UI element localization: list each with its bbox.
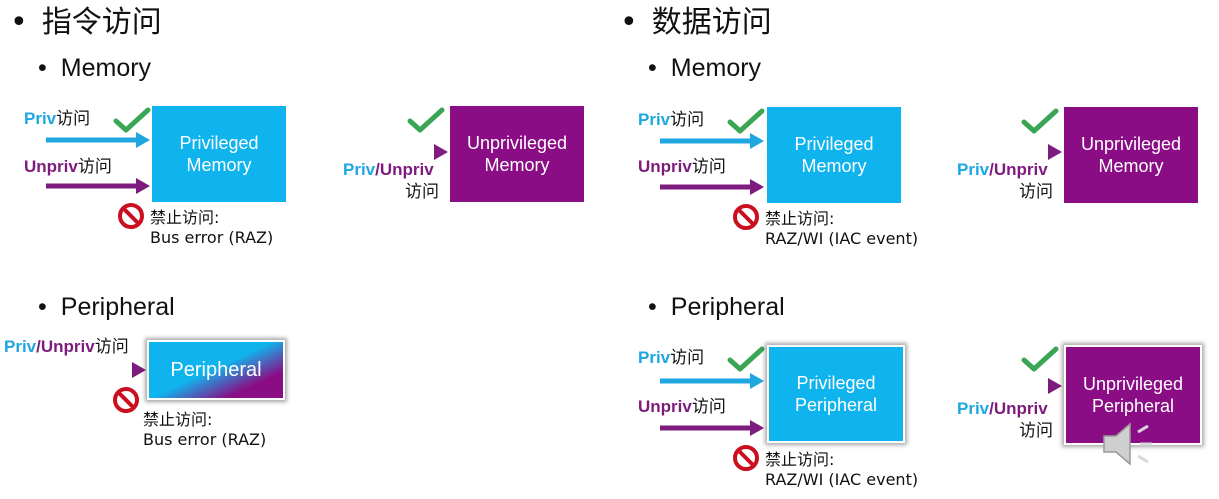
unpriv-access-label: Unpriv访问 <box>24 157 112 177</box>
left-peripheral-heading: •Peripheral <box>38 293 175 321</box>
check-icon <box>1021 346 1059 372</box>
unpriv-access-label: Unpriv访问 <box>638 157 726 177</box>
arrow-unpriv-left-mem <box>46 178 150 194</box>
no-entry-icon <box>733 204 759 230</box>
speaker-icon[interactable] <box>1098 414 1164 474</box>
privileged-memory-box: Privileged Memory <box>152 106 286 202</box>
check-icon <box>727 346 765 372</box>
no-entry-icon <box>113 387 139 413</box>
arrow-privunpriv-right-mem <box>958 144 1062 160</box>
no-entry-icon <box>118 203 144 229</box>
right-peripheral-heading: •Peripheral <box>648 293 785 321</box>
priv-access-label: Priv访问 <box>638 110 705 130</box>
check-icon <box>113 107 151 133</box>
priv-access-label: Priv访问 <box>638 348 705 368</box>
unpriv-access-label: Unpriv访问 <box>638 397 726 417</box>
privileged-peripheral-box: Privileged Peripheral <box>767 345 905 443</box>
left-memory-heading: •Memory <box>38 54 152 82</box>
arrow-priv-right-periph <box>660 373 764 389</box>
access-suffix-label: 访问 <box>1019 182 1053 202</box>
check-icon <box>407 107 445 133</box>
privunpriv-access-label: Priv/Unpriv <box>343 160 434 179</box>
privileged-memory-box: Privileged Memory <box>767 107 901 203</box>
no-entry-icon <box>733 445 759 471</box>
access-suffix-label: 访问 <box>1019 421 1053 441</box>
priv-access-label: Priv访问 <box>24 109 91 129</box>
privunpriv-access-label: Priv/Unpriv访问 <box>4 337 129 357</box>
deny-note: 禁止访问: RAZ/WI (IAC event) <box>765 209 919 248</box>
arrow-unpriv-right-mem <box>660 179 764 195</box>
deny-note: 禁止访问: RAZ/WI (IAC event) <box>765 450 919 489</box>
peripheral-box: Peripheral <box>147 340 285 400</box>
unprivileged-memory-box: Unprivileged Memory <box>450 106 584 202</box>
deny-note: 禁止访问: Bus error (RAZ) <box>143 410 267 449</box>
unprivileged-memory-box: Unprivileged Memory <box>1064 107 1198 203</box>
arrow-privunpriv-right-periph <box>958 378 1062 394</box>
privunpriv-access-label: Priv/Unpriv <box>957 160 1048 179</box>
arrow-priv-left-mem <box>46 132 150 148</box>
arrow-privunpriv-left-mem <box>344 144 448 160</box>
right-title: •数据访问 <box>620 5 772 40</box>
arrow-unpriv-right-periph <box>660 420 764 436</box>
check-icon <box>1021 108 1059 134</box>
privunpriv-access-label: Priv/Unpriv <box>957 399 1048 418</box>
right-memory-heading: •Memory <box>648 54 762 82</box>
unprivileged-peripheral-box: Unprivileged Peripheral <box>1064 345 1202 445</box>
arrow-priv-right-mem <box>660 133 764 149</box>
bullet: • <box>10 5 28 40</box>
access-suffix-label: 访问 <box>405 182 439 202</box>
check-icon <box>727 108 765 134</box>
deny-note: 禁止访问: Bus error (RAZ) <box>150 208 274 247</box>
left-title: •指令访问 <box>10 5 162 40</box>
arrow-privunpriv-left-periph <box>42 362 146 378</box>
